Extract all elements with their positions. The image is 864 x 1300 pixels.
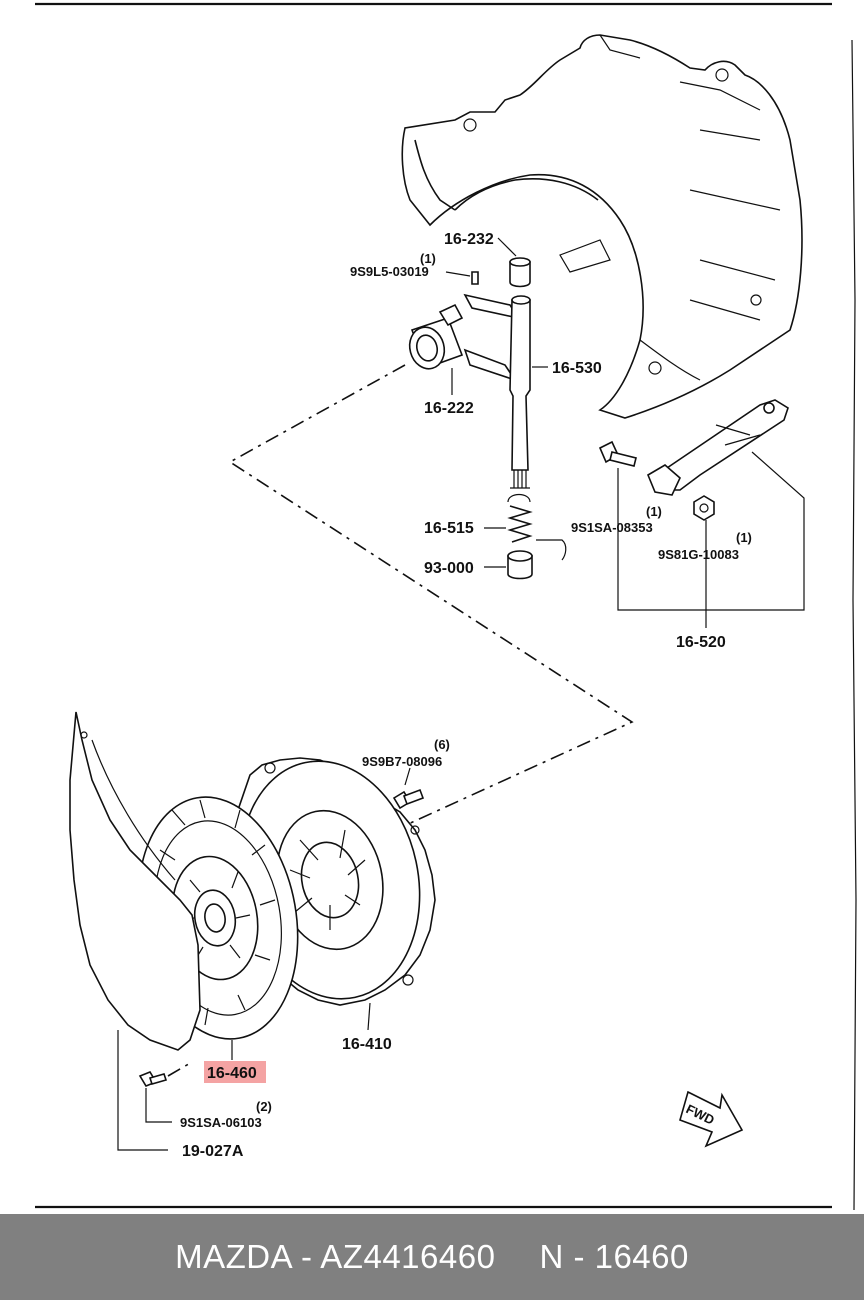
bracket-16-520 <box>617 451 805 611</box>
label-19-027a: 19-027A <box>182 1143 244 1160</box>
parts-diagram: FWD 16-232 (1) 9S9L5-03019 16-530 16-222… <box>35 2 857 1211</box>
label-9s81g-10083: 9S81G-10083 <box>658 547 739 562</box>
bolt-9s1sa-06103 <box>138 1061 193 1087</box>
assembly-path <box>228 364 634 847</box>
release-lever <box>646 399 789 496</box>
bolt-9s9b7 <box>392 788 425 810</box>
qty-9s9b7: (6) <box>434 737 450 752</box>
bushing-16-232 <box>509 257 531 288</box>
label-93-000: 93-000 <box>424 560 474 577</box>
footer-bar: MAZDA - AZ4416460 N - 16460 <box>0 1214 864 1300</box>
label-16-460: 16-460 <box>207 1065 257 1082</box>
qty-9s9l5: (1) <box>420 251 436 266</box>
transmission-housing <box>401 34 803 419</box>
return-spring <box>507 493 533 543</box>
fwd-arrow-icon: FWD <box>679 1090 744 1148</box>
label-16-530: 16-530 <box>552 360 602 377</box>
spring-pin <box>445 271 479 285</box>
label-9s1sa-08353: 9S1SA-08353 <box>571 520 653 535</box>
label-16-520: 16-520 <box>676 634 726 651</box>
label-9s9b7-08096: 9S9B7-08096 <box>362 754 442 769</box>
label-16-232: 16-232 <box>444 231 494 248</box>
footer-brand-part: MAZDA - AZ4416460 <box>175 1238 496 1275</box>
fork-shaft <box>509 295 531 489</box>
label-9s1sa-06103: 9S1SA-06103 <box>180 1115 262 1130</box>
label-16-222: 16-222 <box>424 400 474 417</box>
right-edge <box>851 39 857 1211</box>
highlight-16-460 <box>204 1061 266 1083</box>
bolt-9s1sa-08353 <box>598 440 637 467</box>
qty-9s81g: (1) <box>736 530 752 545</box>
label-9s9l5-03019: 9S9L5-03019 <box>350 264 429 279</box>
bushing-93-000 <box>507 539 567 580</box>
release-bearing <box>408 303 464 370</box>
bracket-19-027a <box>117 1030 168 1151</box>
qty-9s1sa-06103: (2) <box>256 1099 272 1114</box>
label-16-515: 16-515 <box>424 520 474 537</box>
footer-reference: N - 16460 <box>539 1238 689 1275</box>
qty-9s1sa-08353: (1) <box>646 504 662 519</box>
dust-cover <box>69 711 201 1051</box>
label-16-410: 16-410 <box>342 1036 392 1053</box>
nut-9s81g <box>693 495 715 521</box>
